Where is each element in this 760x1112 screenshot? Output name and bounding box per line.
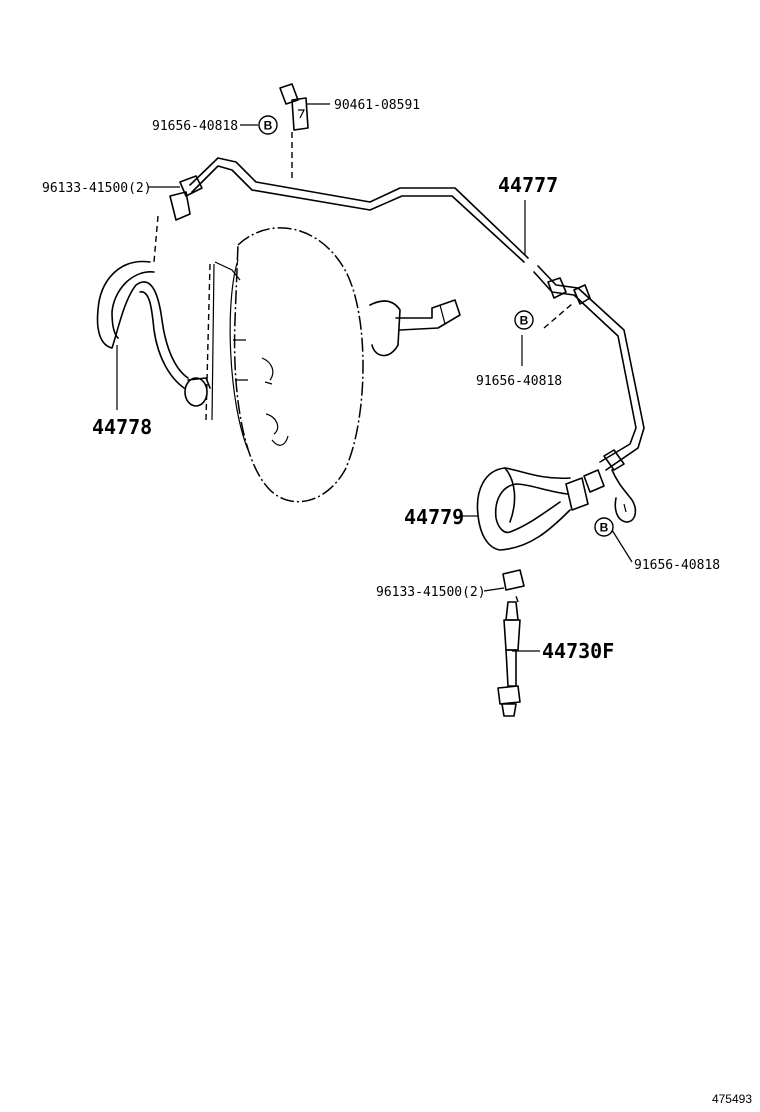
svg-text:B: B (600, 521, 609, 535)
label-bracket-top: 91656-40818 (152, 119, 238, 134)
badge-b-top: B (258, 115, 278, 135)
check-valve (497, 569, 525, 717)
label-bracket-right-mid: 91656-40818 (476, 374, 562, 389)
label-bracket-right-low: 91656-40818 (634, 558, 720, 573)
badge-b-mid: B (514, 310, 534, 330)
svg-text:B: B (520, 314, 529, 328)
brake-booster (211, 227, 461, 503)
bracket-right-low (611, 469, 637, 523)
label-clip-top: 90461-08591 (334, 98, 420, 113)
clip-top (279, 83, 309, 131)
label-leaders (116, 103, 633, 652)
vacuum-hose-right (476, 467, 605, 551)
vacuum-hose-left (96, 191, 211, 407)
label-pipe: 44777 (498, 173, 558, 197)
vacuum-pipe (179, 157, 645, 471)
label-clamp-left: 96133-41500(2) (42, 181, 152, 196)
label-valve: 44730F (542, 639, 614, 663)
dashed-leaders (153, 132, 573, 603)
svg-text:B: B (264, 119, 273, 133)
label-hose-right: 44779 (404, 505, 464, 529)
diagram-id: 475493 (712, 1092, 752, 1106)
label-hose-left: 44778 (92, 415, 152, 439)
badge-b-low: B (594, 517, 614, 537)
label-clamp-bottom: 96133-41500(2) (376, 585, 486, 600)
